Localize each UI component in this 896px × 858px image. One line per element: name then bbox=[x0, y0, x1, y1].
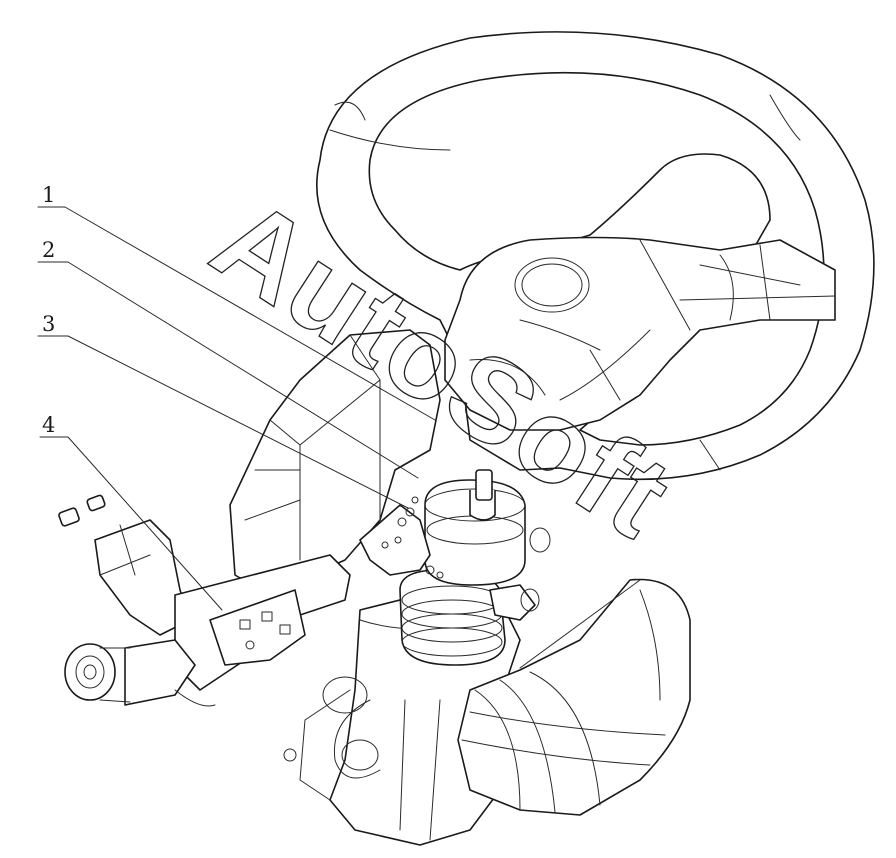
callout-4: 4 bbox=[42, 413, 55, 437]
callout-3: 3 bbox=[42, 312, 55, 336]
callout-1: 1 bbox=[42, 183, 55, 207]
column-shaft bbox=[399, 469, 551, 666]
switch-bracket bbox=[359, 496, 444, 579]
combination-switch-left bbox=[58, 494, 351, 707]
steering-wheel bbox=[316, 31, 875, 481]
lower-shroud-right bbox=[457, 578, 691, 816]
callout-2: 2 bbox=[42, 238, 55, 262]
leader-lines bbox=[37, 206, 641, 669]
